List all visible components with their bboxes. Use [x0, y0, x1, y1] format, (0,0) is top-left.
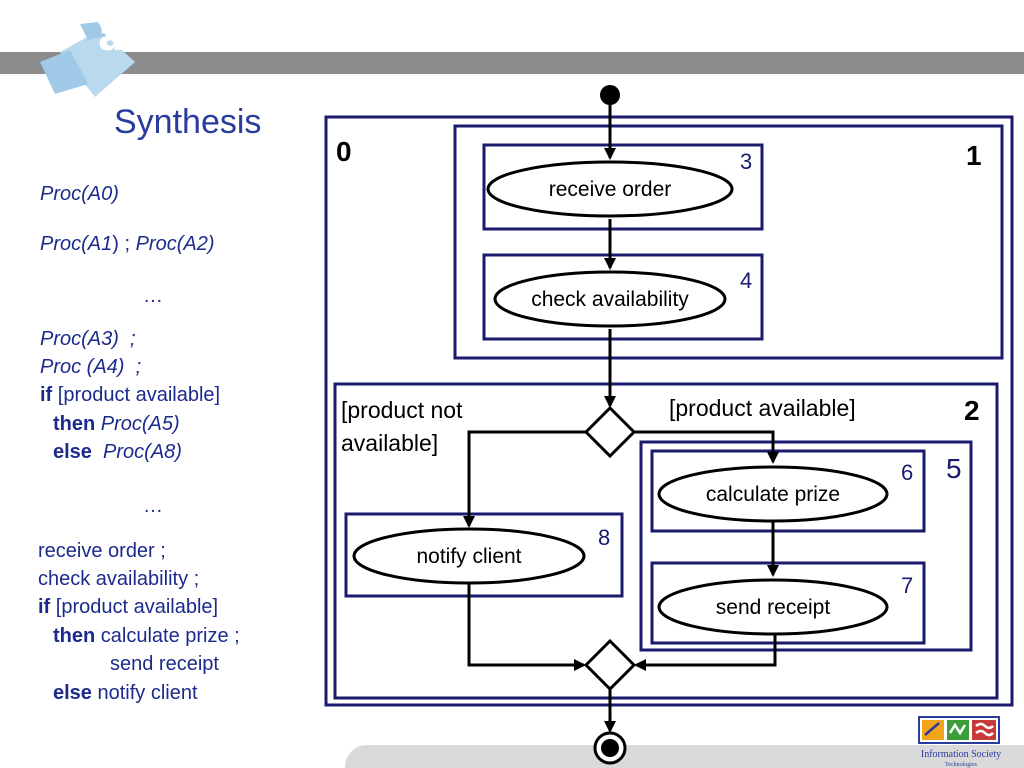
code-ellipsis-2: … [143, 495, 163, 517]
region-0-box [324, 115, 1014, 707]
action-6-box [650, 449, 926, 533]
code-line-11: check availability ; [38, 568, 200, 590]
flow-send-merge [634, 632, 777, 671]
action-number-4: 4 [740, 268, 752, 293]
label-calculate-prize: calculate prize [706, 483, 840, 506]
region-label-0: 0 [336, 136, 352, 167]
ist-logo-text: Information Society [921, 749, 1001, 760]
region-label-1: 1 [966, 140, 982, 171]
region-1-box [453, 124, 1004, 360]
label-receive-order: receive order [549, 178, 672, 201]
guard-not-available-line1: [product not [341, 397, 463, 423]
code-ellipsis-1: … [143, 285, 163, 307]
region-label-5: 5 [946, 453, 962, 484]
action-calculate-prize [657, 465, 889, 523]
code-line-1: Proc(A0) [40, 183, 119, 205]
action-receive-order [486, 160, 734, 218]
merge-node [583, 638, 637, 692]
final-node-inner [601, 739, 619, 757]
code-line-6: if [product available] [40, 384, 221, 406]
action-8-box [344, 512, 624, 598]
action-7-box [650, 561, 926, 645]
flow-decision-available [634, 430, 779, 464]
code-line-7: then Proc(A5) [53, 413, 180, 435]
action-4-box [482, 253, 764, 341]
flow-decision-not-available [463, 430, 586, 528]
action-number-8: 8 [598, 525, 610, 550]
action-3-box [482, 143, 764, 231]
action-check-availability [493, 270, 727, 328]
header-bar [0, 52, 1024, 74]
label-send-receipt: send receipt [716, 596, 831, 619]
code-line-10: receive order ; [38, 540, 166, 562]
region-label-2: 2 [964, 395, 980, 426]
region-0-inner-box [333, 382, 999, 700]
label-notify-client: notify client [416, 545, 521, 568]
code-line-2: Proc(A1) ; Proc(A2) [40, 233, 215, 255]
action-notify-client [352, 527, 586, 585]
action-send-receipt [657, 578, 889, 636]
code-line-13: then calculate prize ; [53, 625, 240, 647]
label-check-availability: check availability [531, 288, 689, 311]
slide-title: Synthesis [114, 103, 262, 141]
code-line-12: if [product available] [38, 596, 219, 618]
initial-node [600, 85, 620, 105]
action-number-7: 7 [901, 573, 913, 598]
region-5-box [639, 440, 973, 652]
guard-not-available-line2: available] [341, 430, 438, 456]
code-line-4: Proc(A3) ; [40, 328, 136, 350]
ist-logo-subtext: Technologies [945, 762, 978, 768]
code-line-15: else notify client [53, 682, 198, 704]
artist-logo [40, 22, 135, 97]
flow-notify-merge [467, 584, 586, 671]
guard-available: [product available] [669, 395, 856, 421]
action-number-3: 3 [740, 149, 752, 174]
code-line-14: send receipt [110, 653, 219, 675]
artist-logo-text: artist [98, 14, 215, 60]
code-line-8: else Proc(A8) [53, 441, 182, 463]
footer-bar [345, 745, 1024, 768]
decision-node [583, 405, 637, 459]
ist-logo: Information Society Technologies [918, 716, 1001, 768]
action-number-6: 6 [901, 460, 913, 485]
code-line-5: Proc (A4) ; [40, 356, 142, 378]
